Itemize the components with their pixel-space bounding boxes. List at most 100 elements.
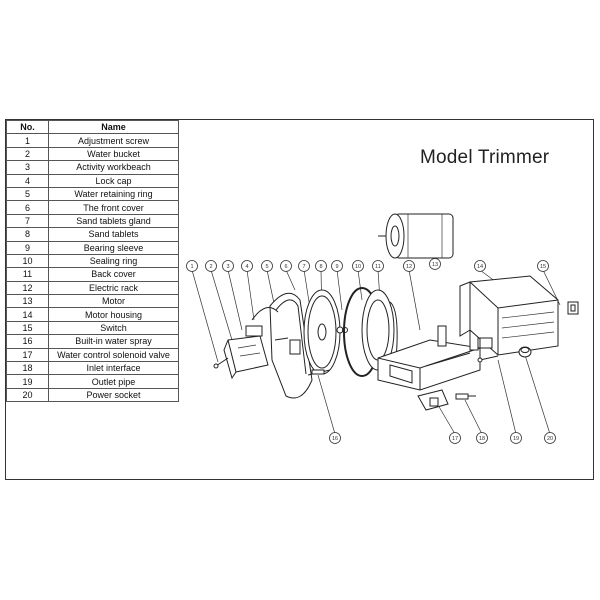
- part-name: Activity workbeach: [48, 160, 179, 175]
- part-number: 2: [6, 146, 49, 162]
- callout-circle: [474, 260, 486, 272]
- header-no: No.: [6, 119, 49, 135]
- callout-label: 14: [477, 264, 483, 270]
- part-name: The front cover: [48, 200, 179, 215]
- callout-label: 5: [265, 264, 268, 270]
- part-name: Sand tablets: [48, 227, 179, 242]
- callout-1: 1: [186, 260, 198, 272]
- callout-7: 7: [298, 260, 310, 272]
- callout-circle: [205, 260, 217, 272]
- inlet-interface-part: [455, 393, 476, 400]
- part-number: 11: [6, 267, 49, 282]
- part-number: 8: [6, 227, 49, 242]
- callout-circle: [222, 260, 234, 272]
- callout-circle: [449, 432, 461, 444]
- part-name: Bearing sleeve: [48, 240, 179, 255]
- callout-circle: [186, 260, 198, 272]
- callout-12: 12: [403, 260, 415, 272]
- callout-label: 2: [209, 264, 212, 270]
- callout-14: 14: [474, 260, 486, 272]
- diagram-title: Model Trimmer: [420, 147, 550, 168]
- callout-label: 15: [540, 264, 546, 270]
- callout-circle: [403, 260, 415, 272]
- callout-label: 9: [335, 264, 338, 270]
- callout-label: 16: [332, 436, 338, 442]
- part-name: Switch: [48, 320, 179, 336]
- part-number: 17: [6, 347, 49, 363]
- callout-circle: [372, 260, 384, 272]
- callout-circle: [510, 432, 522, 444]
- part-number: 4: [6, 173, 49, 188]
- callout-label: 19: [513, 436, 519, 442]
- bearing-sleeve-part: [336, 326, 348, 334]
- part-name: Adjustment screw: [48, 133, 179, 148]
- part-number: 3: [6, 160, 49, 175]
- callout-circle: [352, 260, 364, 272]
- callout-16: 16: [329, 432, 341, 444]
- callout-4: 4: [241, 260, 253, 272]
- part-number: 13: [6, 294, 49, 309]
- front-cover-part: [251, 292, 313, 399]
- header-name: Name: [48, 119, 179, 135]
- callout-20: 20: [544, 432, 556, 444]
- part-name: Back cover: [48, 267, 179, 282]
- part-number: 16: [6, 334, 49, 349]
- part-number: 7: [6, 213, 49, 229]
- callout-circle: [315, 260, 327, 272]
- part-name: Inlet interface: [48, 361, 179, 376]
- part-number: 6: [6, 200, 49, 215]
- motor-housing-part: [459, 275, 559, 356]
- callout-circle: [476, 432, 488, 444]
- solenoid-valve-part: [417, 389, 449, 411]
- table-header-row: No. Name: [6, 119, 179, 135]
- callout-label: 4: [245, 264, 248, 270]
- part-name: Built-in water spray: [48, 334, 179, 349]
- power-socket-part: [518, 346, 532, 358]
- callout-circle: [537, 260, 549, 272]
- switch-part: [567, 301, 579, 315]
- callout-10: 10: [352, 260, 364, 272]
- part-name: Outlet pipe: [48, 374, 179, 389]
- callout-5: 5: [261, 260, 273, 272]
- callout-18: 18: [476, 432, 488, 444]
- outlet-pipe-part: [477, 355, 499, 363]
- part-name: Lock cap: [48, 173, 179, 188]
- part-name: Water retaining ring: [48, 186, 179, 202]
- part-number: 19: [6, 374, 49, 389]
- callout-circle: [298, 260, 310, 272]
- callout-label: 11: [375, 264, 381, 270]
- water-bucket-part: [223, 325, 269, 380]
- callout-label: 3: [226, 264, 229, 270]
- part-number: 5: [6, 186, 49, 202]
- electric-rack-part: [377, 325, 481, 391]
- callout-3: 3: [222, 260, 234, 272]
- part-number: 18: [6, 361, 49, 376]
- callout-11: 11: [372, 260, 384, 272]
- adjustment-screw-part: [213, 357, 229, 369]
- part-number: 9: [6, 240, 49, 255]
- callout-label: 17: [452, 436, 458, 442]
- callout-2: 2: [205, 260, 217, 272]
- callout-circle: [331, 260, 343, 272]
- callout-label: 6: [284, 264, 287, 270]
- sand-tablet-part: [303, 289, 341, 376]
- callout-circle: [241, 260, 253, 272]
